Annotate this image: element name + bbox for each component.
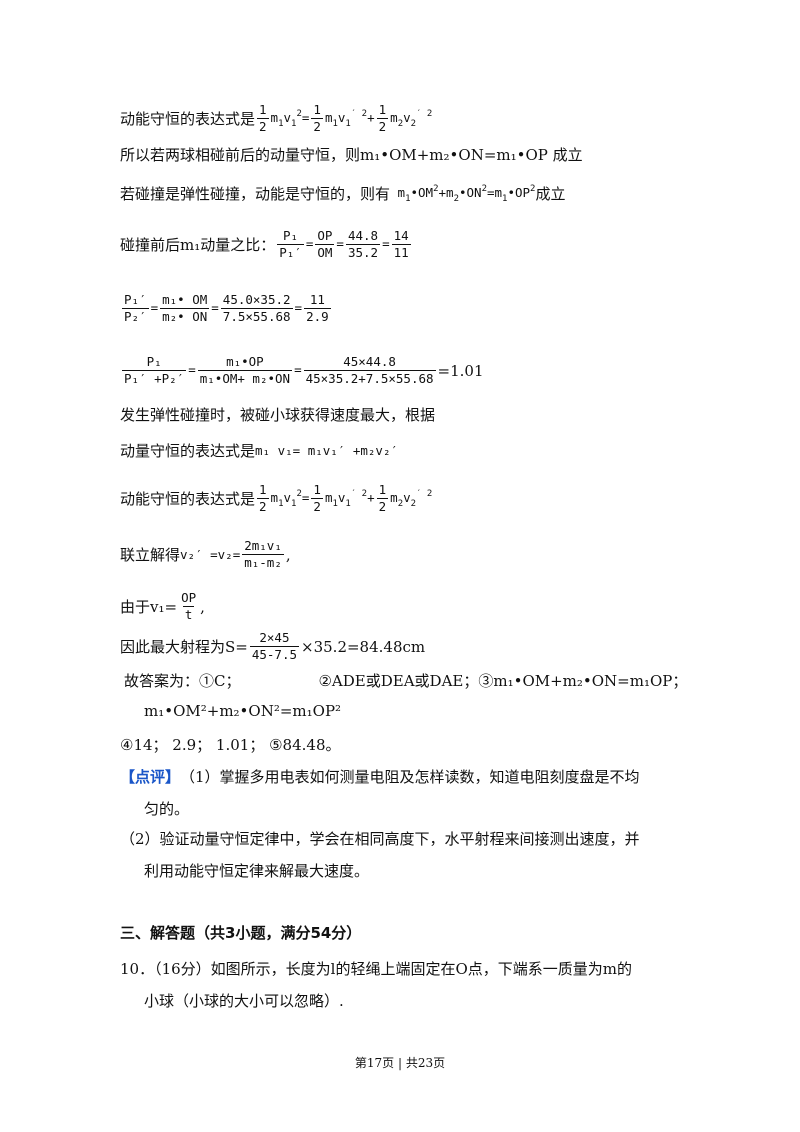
page-footer: 第17页 | 共23页 xyxy=(354,1056,446,1070)
question-10-line-1: 10．（16分）如图所示，长度为l的轻绳上端固定在O点，下端系一质量为m的 xyxy=(120,960,632,978)
line-answers-1: 故答案为：①C； ②ADE或DEA或DAE；③m₁•OM+m₂•ON=m₁OP； xyxy=(124,672,688,690)
line-comment-2: 匀的。 xyxy=(144,800,190,818)
line-comment-3: （2）验证动量守恒定律中，学会在相同高度下，水平射程来间接测出速度，并 xyxy=(120,830,640,848)
line-answers-3: ④14； 2.9； 1.01； ⑤84.48。 xyxy=(120,736,341,754)
line-comment-4: 利用动能守恒定律来解最大速度。 xyxy=(144,862,370,880)
line-momentum-expression: 动量守恒的表达式是 m₁ v₁= m₁v₁′ +m₂v₂′ xyxy=(120,442,399,460)
comment-tag: 【点评】 xyxy=(120,768,181,786)
question-10-line-2: 小球（小球的大小可以忽略）. xyxy=(144,992,344,1010)
line-elastic-max-speed: 发生弹性碰撞时，被碰小球获得速度最大，根据 xyxy=(120,406,436,424)
line-comment-1: 【点评】 （1）掌握多用电表如何测量电阻及怎样读数，知道电阻刻度盘是不均 xyxy=(120,768,640,786)
section-heading: 三、解答题（共3小题，满分54分） xyxy=(120,924,362,942)
formula-elastic: m1•OM2+m2•ON2=m1•OP2 xyxy=(390,184,536,204)
line-momentum-condition: 所以若两球相碰前后的动量守恒，则m₁•OM+m₂•ON=m₁•OP 成立 xyxy=(120,146,583,164)
line-elastic-condition: 若碰撞是弹性碰撞，动能是守恒的，则有 m1•OM2+m2•ON2=m1•OP2 … xyxy=(120,178,565,210)
line-answers-2: m₁•OM²+m₂•ON²=m₁OP² xyxy=(144,702,342,720)
